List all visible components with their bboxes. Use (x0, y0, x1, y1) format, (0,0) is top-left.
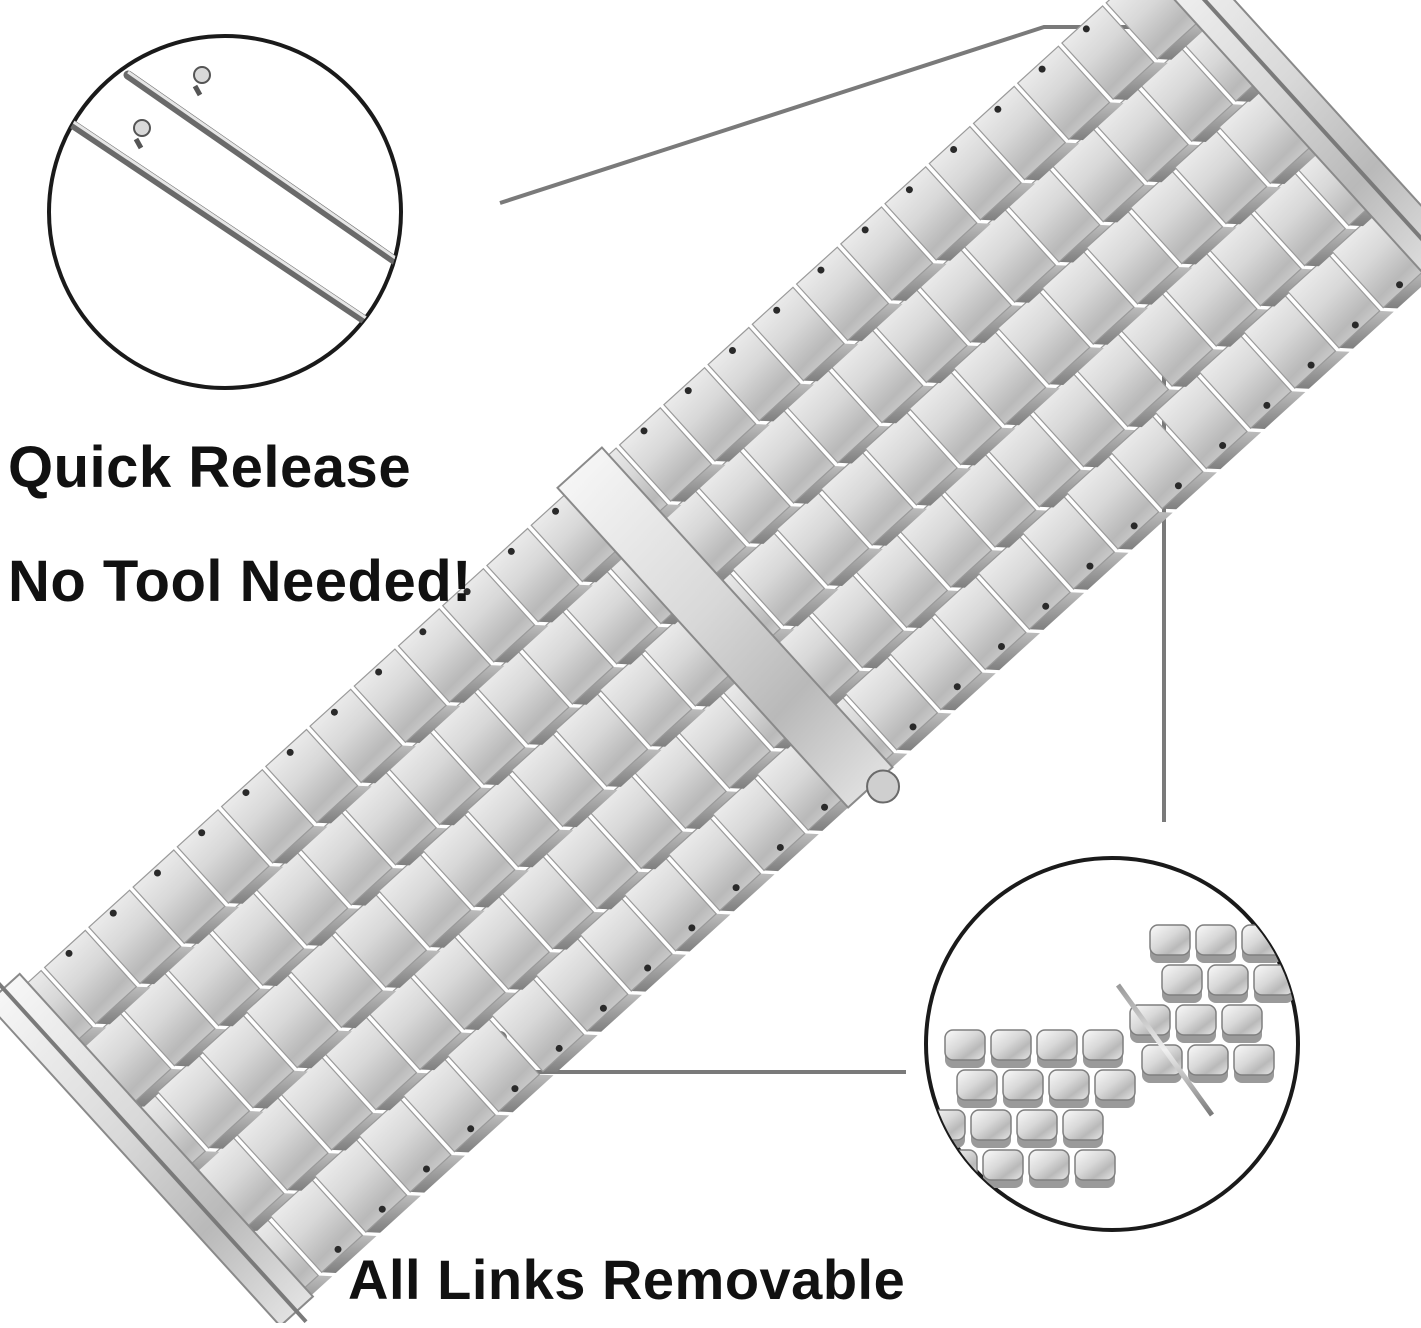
loose-pin (1115, 983, 1215, 1117)
band-link (751, 286, 859, 382)
butterfly-clasp (556, 446, 901, 809)
band-link (579, 896, 687, 992)
band-link (176, 808, 284, 904)
spring-bar-pins-icon (67, 66, 401, 336)
band-link (88, 889, 195, 985)
spring-bar-inset (47, 34, 403, 390)
no-tool-needed-caption: No Tool Needed! (8, 549, 472, 614)
all-links-removable-caption: All Links Removable (348, 1248, 906, 1311)
detached-links-icon (926, 924, 1295, 1188)
band-link (795, 246, 903, 342)
spring-bar-pin-1 (123, 66, 401, 281)
band-link (1105, 0, 1213, 60)
band-link (1061, 5, 1168, 101)
band-link (839, 206, 947, 302)
band-link (707, 326, 814, 422)
spring-bar-pin-2 (67, 119, 386, 336)
band-link (486, 527, 593, 623)
band-link (1016, 45, 1124, 141)
band-link (132, 849, 239, 945)
band-link (933, 575, 1040, 671)
band-link (535, 937, 642, 1033)
band-link (1287, 253, 1394, 349)
band-link (928, 125, 1036, 221)
band-end-bottom (0, 972, 315, 1328)
band-link (972, 85, 1080, 181)
band-link (353, 648, 461, 744)
band-link (43, 929, 151, 1025)
quick-release-caption: Quick Release (8, 435, 412, 500)
band-link (663, 366, 770, 462)
band-link (618, 407, 726, 502)
band-link (309, 688, 416, 784)
band-link (667, 816, 775, 912)
band-link (264, 728, 372, 824)
band-link (441, 567, 549, 663)
band-end-top (1173, 0, 1421, 273)
links-inset (924, 856, 1300, 1232)
band-link (884, 165, 991, 261)
band-link (397, 608, 505, 703)
band-link (1331, 213, 1421, 309)
band-link (220, 768, 328, 864)
